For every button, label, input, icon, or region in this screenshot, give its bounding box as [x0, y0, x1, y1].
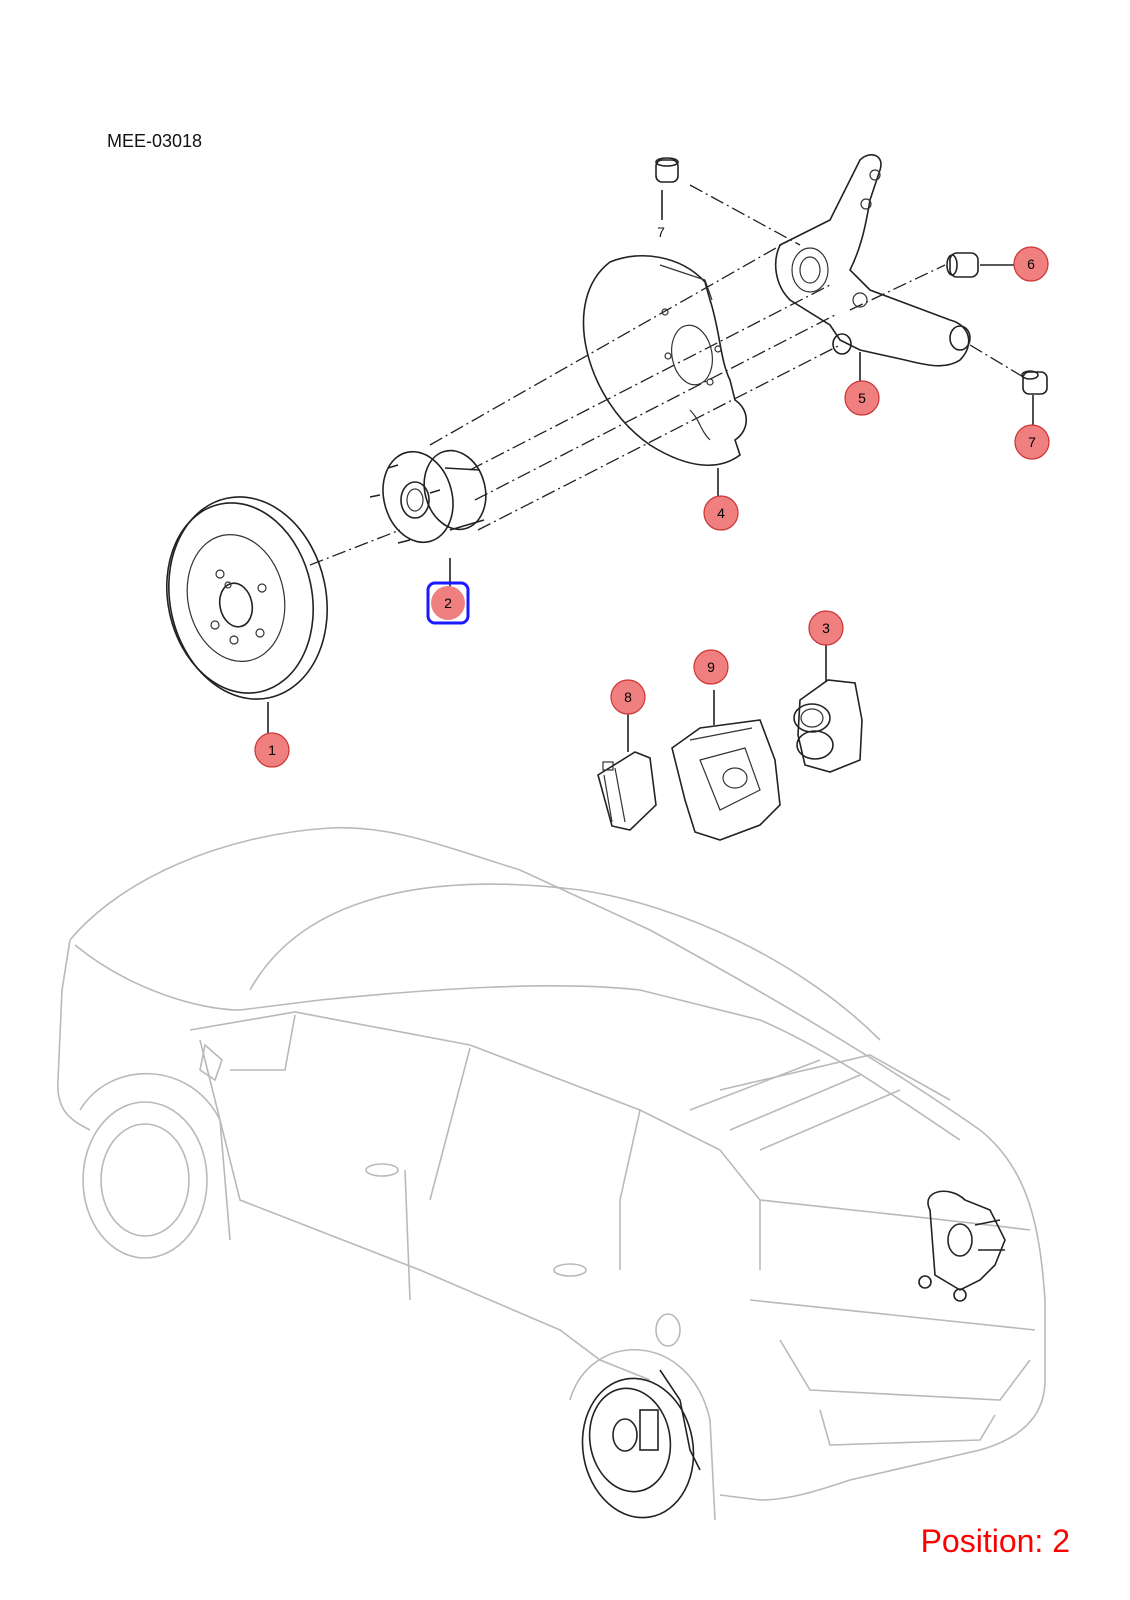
callout-6[interactable]: 6: [1013, 246, 1049, 282]
callout-circle[interactable]: [844, 380, 880, 416]
callout-label: 2: [444, 595, 452, 611]
diagram-code: MEE-03018: [107, 131, 203, 151]
rear-wheel-detail: [581, 1369, 701, 1519]
selected-highlight-box: [426, 581, 470, 625]
brake-disc: [165, 496, 328, 735]
callout-label: 6: [1027, 256, 1035, 272]
callout-label: 4: [717, 505, 725, 521]
callout-label: 7: [1028, 434, 1036, 450]
callout-label: 3: [822, 620, 830, 636]
bushing-right: [946, 252, 1015, 278]
callouts: 1 2 3 4 5 6 7 7 8 9: [254, 224, 1050, 768]
knuckle: [774, 154, 971, 382]
callout-circle[interactable]: [254, 732, 290, 768]
assembly-guide-lines: [309, 184, 1026, 566]
callout-8[interactable]: 8: [610, 679, 646, 715]
callout-label: 9: [707, 659, 715, 675]
callout-1[interactable]: 1: [254, 732, 290, 768]
callout-circle[interactable]: [703, 495, 739, 531]
callout-circle[interactable]: [431, 586, 465, 620]
callout-3[interactable]: 3: [808, 610, 844, 646]
callout-label: 1: [268, 742, 276, 758]
callout-7b[interactable]: 7: [1014, 424, 1050, 460]
callout-label: 7: [657, 224, 665, 240]
callout-circle[interactable]: [693, 649, 729, 685]
callout-circle[interactable]: [610, 679, 646, 715]
callout-7a[interactable]: 7: [657, 224, 665, 240]
dust-shield: [582, 255, 748, 498]
callout-5[interactable]: 5: [844, 380, 880, 416]
callout-4[interactable]: 4: [703, 495, 739, 531]
rear-knuckle-detail: [918, 1190, 1006, 1302]
hub-bearing: [369, 449, 487, 588]
callout-circle[interactable]: [1014, 424, 1050, 460]
vehicle-outline: [57, 826, 1046, 1521]
bushing-top: [655, 157, 679, 220]
bushing-lower: [1021, 370, 1048, 428]
brake-pads: [597, 710, 657, 831]
position-label: Position: 2: [920, 1523, 1070, 1559]
callout-label: 8: [624, 689, 632, 705]
callout-label: 5: [858, 390, 866, 406]
caliper-bracket: [671, 690, 781, 841]
brake-caliper: [793, 645, 863, 773]
callout-2[interactable]: 2: [426, 581, 470, 625]
callout-circle[interactable]: [808, 610, 844, 646]
callout-circle[interactable]: [1013, 246, 1049, 282]
callout-9[interactable]: 9: [693, 649, 729, 685]
